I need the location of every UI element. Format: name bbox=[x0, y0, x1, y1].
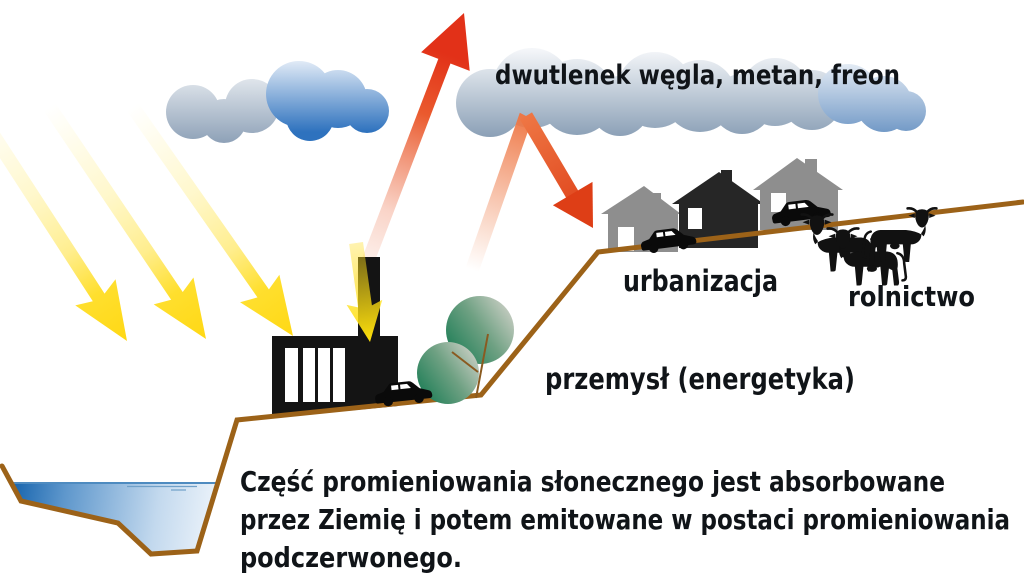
factory-windows bbox=[285, 348, 345, 402]
sun-ray-arrow-icon bbox=[0, 92, 313, 355]
label-agriculture: rolnictwo bbox=[848, 280, 975, 313]
label-greenhouse-gases: dwutlenek węgla, metan, freon bbox=[495, 60, 900, 91]
sun-ray-arrow-icon bbox=[346, 241, 383, 342]
label-industry: przemysł (energetyka) bbox=[545, 362, 855, 396]
tree-icon bbox=[417, 296, 514, 404]
lake-icon bbox=[11, 482, 218, 554]
caption-line-3: podczerwonego. bbox=[240, 541, 462, 574]
cloud-right-icon bbox=[456, 48, 926, 137]
house-icon bbox=[672, 170, 764, 248]
caption-text: Część promieniowania słonecznego jest ab… bbox=[240, 465, 1010, 574]
houses-group bbox=[601, 158, 843, 252]
terrain-line bbox=[0, 199, 1024, 557]
label-urbanization: urbanizacja bbox=[623, 264, 778, 298]
infrared-up-arrow-icon bbox=[346, 13, 470, 303]
caption-line-2: przez Ziemię i potem emitowane w postaci… bbox=[240, 503, 1010, 536]
caption-line-1: Część promieniowania słonecznego jest ab… bbox=[240, 465, 945, 498]
infrared-bounce-arrow-icon bbox=[465, 112, 593, 274]
cloud-left-icon bbox=[166, 61, 389, 143]
